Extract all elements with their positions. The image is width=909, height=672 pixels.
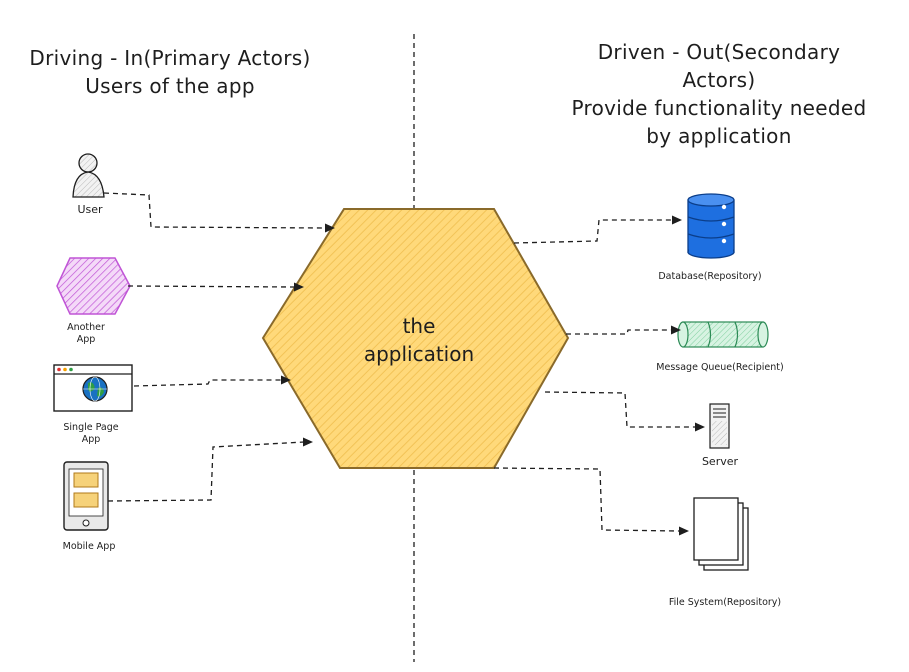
right-heading-line-1: Driven - Out(Secondary <box>597 40 841 64</box>
user-icon <box>72 153 105 198</box>
file-system-label: File System(Repository) <box>668 597 782 608</box>
application-label: the application <box>334 312 504 368</box>
left-heading: Driving - In(Primary Actors) Users of th… <box>10 44 330 100</box>
right-heading-line-3: Provide functionality needed <box>571 96 867 120</box>
another-app-label: Another App <box>46 322 126 346</box>
another-app-label-line-2: App <box>76 334 96 345</box>
globe-icon <box>82 376 108 402</box>
connector-file-system <box>493 467 689 536</box>
mobile-icon <box>63 461 109 531</box>
database-label: Database(Repository) <box>658 271 762 282</box>
database-icon <box>687 193 735 259</box>
server-icon <box>709 403 730 449</box>
message-queue-label: Message Queue(Recipient) <box>656 362 784 373</box>
single-page-app-label-line-1: Single Page <box>63 422 119 433</box>
application-label-line-1: the <box>402 314 436 338</box>
application-label-line-2: application <box>363 342 475 366</box>
right-heading-line-2: Actors) <box>682 68 756 92</box>
left-heading-line-2: Users of the app <box>85 74 255 98</box>
connector-database <box>513 215 682 244</box>
browser-icon <box>53 364 133 412</box>
user-label: User <box>77 203 103 216</box>
mobile-app-label: Mobile App <box>62 541 116 552</box>
right-heading-line-4: by application <box>646 124 792 148</box>
message-queue-icon <box>677 321 769 348</box>
single-page-app-label: Single Page App <box>46 422 136 446</box>
connector-server <box>544 391 705 432</box>
server-label: Server <box>701 455 739 468</box>
connector-message-queue <box>566 325 681 335</box>
another-app-icon <box>56 257 131 315</box>
left-heading-line-1: Driving - In(Primary Actors) <box>29 46 311 70</box>
connector-user <box>103 192 335 233</box>
connector-another-app <box>127 282 304 292</box>
right-heading: Driven - Out(Secondary Actors) Provide f… <box>554 38 884 150</box>
file-system-icon <box>693 497 749 571</box>
another-app-label-line-1: Another <box>67 322 105 333</box>
connector-mobile-app <box>107 437 313 502</box>
single-page-app-label-line-2: App <box>81 434 101 445</box>
connector-single-page-app <box>133 375 291 387</box>
